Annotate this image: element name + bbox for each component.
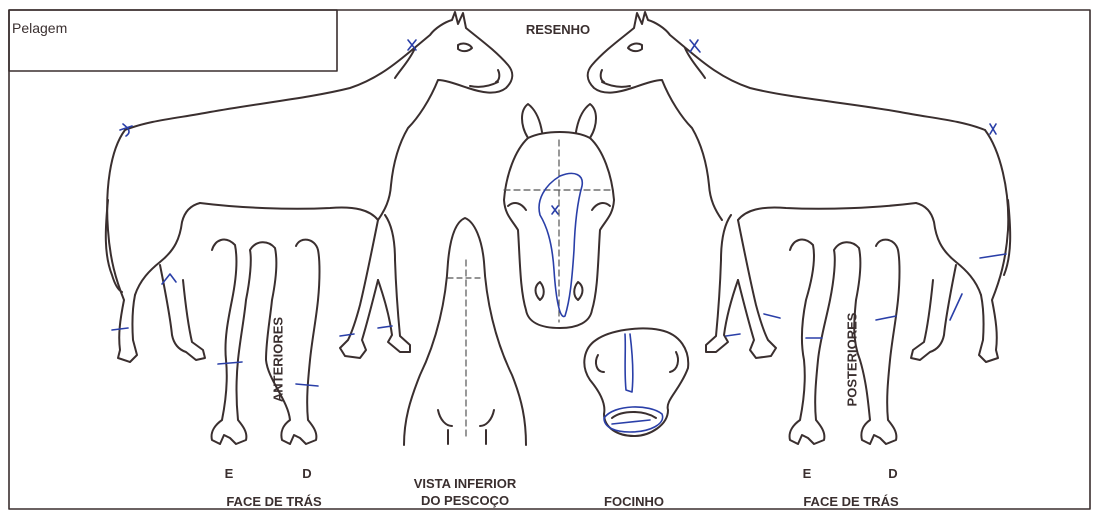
muzzle-diagram <box>584 328 688 436</box>
right-e-label: E <box>800 466 814 481</box>
right-horse-side-view <box>588 12 1010 362</box>
pelagem-label: Pelagem <box>12 20 67 36</box>
right-face-label: FACE DE TRÁS <box>786 494 916 509</box>
left-e-label: E <box>222 466 236 481</box>
vista-inferior-label: VISTA INFERIOR <box>400 476 530 491</box>
focinho-label: FOCINHO <box>594 494 674 509</box>
do-pescoco-label: DO PESCOÇO <box>400 493 530 508</box>
left-face-label: FACE DE TRÁS <box>214 494 334 509</box>
neck-underside-diagram <box>404 218 526 445</box>
head-front-diagram <box>504 104 614 328</box>
form-frame <box>9 10 1090 509</box>
left-d-label: D <box>300 466 314 481</box>
anteriores-label: ANTERIORES <box>271 310 286 410</box>
left-horse-side-view <box>106 12 512 362</box>
resenho-title: RESENHO <box>520 22 596 37</box>
right-d-label: D <box>886 466 900 481</box>
posteriores-label: POSTERIORES <box>845 310 860 410</box>
anteriores-legs-diagram <box>212 240 320 444</box>
